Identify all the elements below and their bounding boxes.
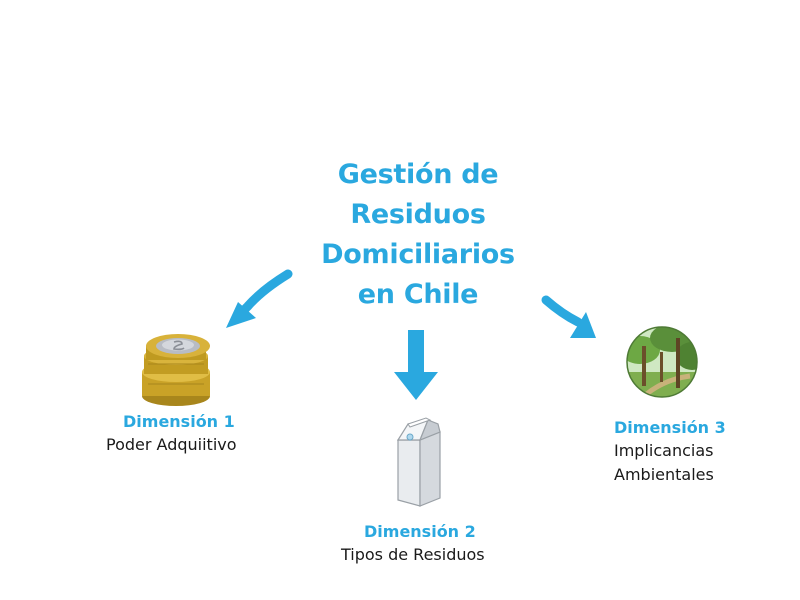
dimension-2-heading: Dimensión 2 xyxy=(364,522,476,541)
dimension-3-label-line-2: Ambientales xyxy=(614,465,714,484)
dimension-2: Dimensión 2 Tipos de Residuos xyxy=(341,521,485,567)
title-line-3: Domiciliarios xyxy=(321,239,515,270)
arrow-left xyxy=(226,269,293,328)
coins-icon xyxy=(142,334,210,406)
dimension-2-label: Tipos de Residuos xyxy=(341,545,485,564)
title-line-1: Gestión de xyxy=(337,159,499,190)
dimension-3-heading: Dimensión 3 xyxy=(614,418,726,437)
diagram-title: Gestión de Residuos Domiciliarios en Chi… xyxy=(300,155,536,315)
milk-carton-icon xyxy=(396,417,441,507)
arrow-right xyxy=(541,295,596,338)
arrow-center xyxy=(394,330,438,400)
dimension-3-label-line-1: Implicancias xyxy=(614,441,714,460)
dimension-1-label: Poder Adquiitivo xyxy=(106,435,237,454)
dimension-3: Dimensión 3 Implicancias Ambientales xyxy=(614,417,726,487)
title-line-4: en Chile xyxy=(357,279,479,310)
dimension-1: Dimensión 1 Poder Adquiitivo xyxy=(106,411,237,457)
dimension-1-heading: Dimensión 1 xyxy=(123,412,235,431)
title-line-2: Residuos xyxy=(350,199,486,230)
forest-icon xyxy=(626,326,698,398)
